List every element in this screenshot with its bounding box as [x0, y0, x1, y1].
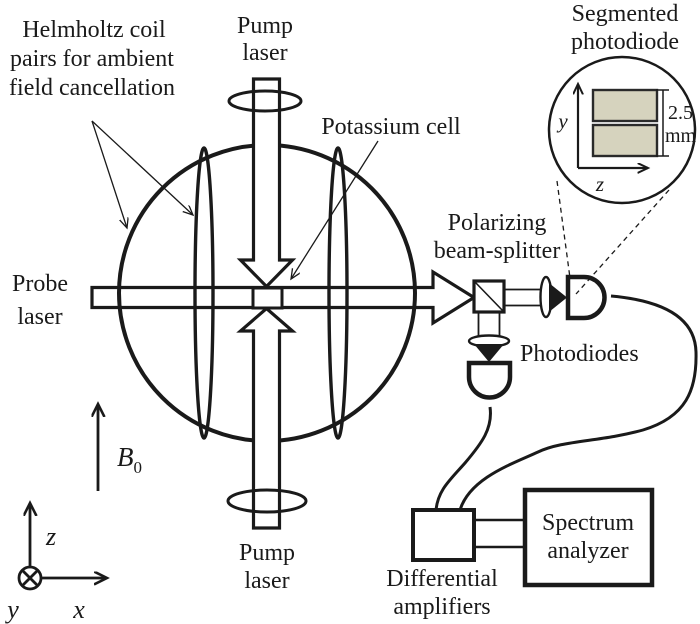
split-beam-down [477, 312, 501, 336]
probe-laser-label-line1: Probe [12, 271, 68, 297]
photodiode-bottom [466, 360, 513, 400]
diff-amp-label-line2: amplifiers [393, 594, 490, 620]
focus-cone-right [549, 283, 567, 312]
inset-y-axis-label: y [556, 109, 568, 133]
pump-optic-ring-bottom [226, 488, 308, 514]
beam-splitter-label-line1: Polarizing [448, 210, 547, 236]
wire-photodiode-top [458, 294, 698, 511]
spectrum-analyzer-box [522, 487, 655, 588]
helmholtz-label-line3: field cancellation [9, 75, 175, 101]
helmholtz-coil-right [327, 146, 349, 440]
diff-amp-label-line1: Differential [386, 566, 498, 592]
y-axis-cross [22, 570, 38, 586]
spectrum-analyzer-label-line2: analyzer [547, 538, 628, 564]
pump-laser-top-label-line2: laser [242, 40, 287, 66]
main-x-axis-label: x [72, 595, 85, 624]
helmholtz-label-line2: pairs for ambient [10, 46, 174, 72]
beam-splitter-diagonal [473, 280, 505, 313]
main-y-axis-label: y [4, 595, 19, 624]
helmholtz-leader-arrow-2 [91, 120, 193, 215]
callout-dashed-left [556, 180, 571, 279]
potassium-cell [251, 286, 284, 310]
wire-photodiode-bottom [434, 406, 492, 511]
spectrum-analyzer-label-line1: Spectrum [542, 510, 634, 536]
photodiodes-label: Photodiodes [520, 341, 639, 367]
inset-z-axis-label: z [595, 172, 604, 196]
helmholtz-label-line1: Helmholtz coil [22, 17, 166, 43]
callout-dashed-right [575, 189, 670, 295]
pump-laser-bottom-label-line2: laser [244, 568, 289, 594]
photodiode-segment-bottom [591, 123, 659, 158]
segmented-photodiode-label-line1: Segmented [572, 1, 679, 27]
differential-amplifiers-box [411, 508, 476, 562]
split-beam-right [504, 288, 541, 307]
photodiode-top [565, 274, 607, 321]
segmented-photodiode-label-line2: photodiode [571, 29, 679, 55]
amp-to-analyzer-lines [475, 518, 524, 549]
pump-optic-ring-top [227, 89, 303, 113]
focus-cone-down [474, 344, 504, 362]
b0-symbol: B [117, 442, 134, 472]
probe-laser-label-line2: laser [17, 304, 62, 330]
dimension-value-label: 2.5 [668, 102, 693, 124]
dimension-line [656, 89, 669, 157]
beam-splitter-label-line2: beam-splitter [434, 238, 561, 264]
dimension-unit-label: mm [665, 125, 697, 147]
helmholtz-leader-arrow-1 [91, 120, 127, 228]
potassium-leader-arrow [291, 140, 379, 279]
main-z-axis-label: z [45, 522, 56, 551]
helmholtz-coil-left [193, 146, 215, 440]
pump-laser-top-label-line1: Pump [237, 13, 293, 39]
b0-label: B0 [117, 442, 142, 477]
potassium-cell-label: Potassium cell [321, 114, 461, 140]
b0-subscript: 0 [134, 458, 143, 477]
pump-laser-bottom-label-line1: Pump [239, 540, 295, 566]
photodiode-segment-top [591, 88, 659, 123]
pump-beam-bottom [236, 306, 297, 530]
